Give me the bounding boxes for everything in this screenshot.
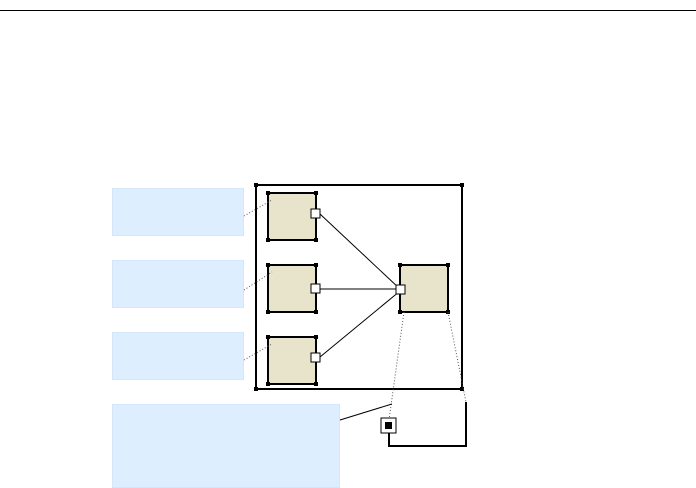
node-left-2[interactable] xyxy=(266,263,321,314)
zoom-leader-left xyxy=(388,311,405,421)
zoom-leader-right xyxy=(447,311,467,403)
node-port[interactable] xyxy=(395,284,406,295)
node-corner-handle[interactable] xyxy=(398,263,402,267)
frame-corner-handle[interactable] xyxy=(460,387,464,391)
node-port[interactable] xyxy=(310,208,321,219)
callout-box-1 xyxy=(112,188,244,236)
callout-leader-2 xyxy=(243,271,273,291)
node-port[interactable] xyxy=(310,283,321,294)
node-left-3[interactable] xyxy=(266,335,321,386)
node-corner-handle[interactable] xyxy=(266,310,270,314)
node-right[interactable] xyxy=(395,263,450,314)
node-corner-handle[interactable] xyxy=(266,263,270,267)
connector-line xyxy=(319,290,401,358)
callout-box-3 xyxy=(112,332,244,380)
node-corner-handle[interactable] xyxy=(314,310,318,314)
zoom-inset-port xyxy=(380,417,397,434)
node-corner-handle[interactable] xyxy=(266,238,270,242)
node-port[interactable] xyxy=(310,352,321,363)
node-corner-handle[interactable] xyxy=(266,191,270,195)
frame-corner-handle[interactable] xyxy=(254,387,258,391)
node-corner-handle[interactable] xyxy=(314,382,318,386)
node-corner-handle[interactable] xyxy=(266,335,270,339)
node-corner-handle[interactable] xyxy=(314,335,318,339)
container-frame xyxy=(255,184,463,390)
callout-box-2 xyxy=(112,260,244,308)
connector-line xyxy=(319,213,401,290)
node-corner-handle[interactable] xyxy=(266,382,270,386)
node-left-1[interactable] xyxy=(266,191,321,242)
frame-corner-handle[interactable] xyxy=(254,183,258,187)
callout-leader-4 xyxy=(339,403,393,421)
node-corner-handle[interactable] xyxy=(314,263,318,267)
node-corner-handle[interactable] xyxy=(398,310,402,314)
frame-corner-handle[interactable] xyxy=(460,183,464,187)
zoom-inset-bracket xyxy=(388,402,467,447)
callout-box-4 xyxy=(112,404,340,488)
node-corner-handle[interactable] xyxy=(446,263,450,267)
node-corner-handle[interactable] xyxy=(314,191,318,195)
top-rule xyxy=(0,10,696,11)
node-corner-handle[interactable] xyxy=(314,238,318,242)
